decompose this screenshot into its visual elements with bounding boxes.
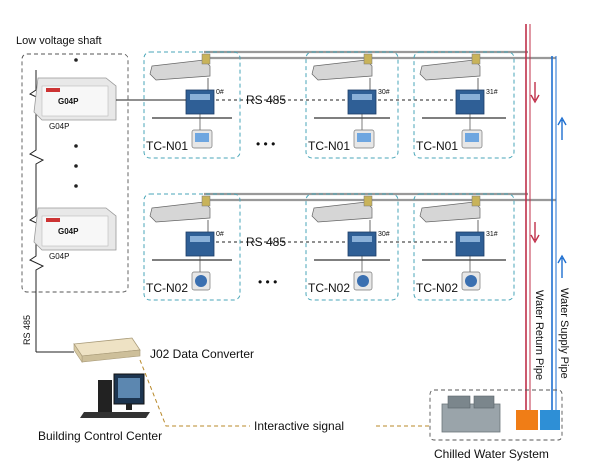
controller-panel — [352, 94, 372, 100]
zone-box: 0# TC-N02 — [143, 193, 241, 301]
chilled-water-system-label: Chilled Water System — [434, 447, 549, 461]
zone-dashed-border — [305, 51, 399, 159]
shaft-dot — [74, 164, 78, 168]
return-arrow-icon — [530, 82, 540, 104]
chilled-water-system: Chilled Water System — [429, 389, 563, 461]
controller-panel — [352, 236, 372, 242]
interactive-signal-label: Interactive signal — [254, 419, 344, 433]
zones: 0# TC-N01 30# TC-N01 31# TC-N01 0# TC-N02 30# TC-… — [143, 51, 515, 301]
controller-box — [185, 89, 215, 115]
pipes: Water Return Pipe Water Supply Pipe — [204, 24, 570, 420]
supply-arrow-icon — [557, 254, 567, 278]
g04p-device-label: G04P — [58, 227, 79, 236]
valve-icon — [201, 53, 211, 65]
zone-dashed-border — [143, 51, 241, 159]
unit-number-label: 0# — [216, 231, 224, 238]
thermostat-display — [357, 133, 371, 142]
signal-line-converter — [139, 359, 250, 427]
controller-box — [347, 231, 377, 257]
g04p-device-label: G04P — [58, 97, 79, 106]
zone-box: 0# TC-N01 — [143, 51, 241, 159]
valve-icon — [363, 53, 373, 65]
unit-number-label: 31# — [486, 89, 498, 96]
zone-box: 31# TC-N01 — [413, 51, 515, 159]
shaft-dashed-box — [21, 53, 129, 293]
tc-group-label: TC-N02 — [146, 281, 188, 295]
water-supply-pipe-label: Water Supply Pipe — [558, 288, 570, 379]
supply-pipe-connector — [540, 410, 560, 430]
j02-label: J02 Data Converter — [150, 347, 254, 361]
controller-panel — [190, 236, 210, 242]
controller-panel — [190, 94, 210, 100]
low-voltage-shaft-title: Low voltage shaft — [16, 35, 102, 47]
thermostat-display — [465, 133, 479, 142]
fan-coil-unit — [149, 59, 211, 81]
thermostat-display — [465, 275, 477, 287]
valve-icon — [471, 195, 481, 207]
rs485-bus-label-row1: RS 485 — [246, 93, 286, 107]
controller-box — [455, 231, 485, 257]
zone-box: 30# TC-N02 — [305, 193, 399, 301]
rs485-vertical-label: RS 485 — [22, 315, 32, 345]
valve-icon — [471, 53, 481, 65]
tc-group-label: TC-N01 — [416, 139, 458, 153]
shaft-dot — [74, 184, 78, 188]
rs485-bus-label-row2: RS 485 — [246, 235, 286, 249]
controller-panel — [460, 94, 480, 100]
valve-icon — [363, 195, 373, 207]
low-voltage-shaft: Low voltage shaft G04P G04P G04P G04P — [16, 35, 129, 296]
zone-dashed-border — [413, 51, 515, 159]
supply-arrow-icon — [557, 116, 567, 140]
g04p-device-top: G04P G04P — [33, 77, 117, 131]
valve-icon — [201, 195, 211, 207]
controller-box — [347, 89, 377, 115]
zone-dashed-border — [305, 193, 399, 301]
ellipsis-row1: • • • — [256, 137, 275, 151]
shaft-dot — [74, 144, 78, 148]
tc-group-label: TC-N02 — [416, 281, 458, 295]
thermostat-display — [195, 275, 207, 287]
unit-number-label: 31# — [486, 231, 498, 238]
controller-panel — [460, 236, 480, 242]
tc-group-label: TC-N01 — [146, 139, 188, 153]
zone-dashed-border — [143, 193, 241, 301]
return-arrow-icon — [530, 222, 540, 244]
shaft-dot — [74, 58, 78, 62]
controller-box — [455, 89, 485, 115]
thermostat-display — [195, 133, 209, 142]
water-return-pipe-label: Water Return Pipe — [533, 290, 545, 380]
unit-number-label: 0# — [216, 89, 224, 96]
unit-number-label: 30# — [378, 89, 390, 96]
unit-number-label: 30# — [378, 231, 390, 238]
zone-dashed-border — [413, 193, 515, 301]
zone-box: 31# TC-N02 — [413, 193, 515, 301]
zone-box: 30# TC-N01 — [305, 51, 399, 159]
thermostat-display — [357, 275, 369, 287]
return-pipe-connector — [516, 410, 538, 430]
chiller-machine — [441, 403, 501, 433]
fan-coil-unit — [419, 59, 481, 81]
chiller-machine — [447, 395, 471, 409]
g04p-caption: G04P — [49, 122, 69, 131]
controller-box — [185, 231, 215, 257]
j02-data-converter: J02 Data Converter — [73, 337, 254, 363]
computer-icon: Building Control Center — [38, 373, 162, 443]
building-control-center-label: Building Control Center — [38, 429, 162, 443]
fan-coil-unit — [419, 201, 481, 223]
fan-coil-unit — [149, 201, 211, 223]
tc-group-label: TC-N01 — [308, 139, 350, 153]
chiller-machine — [473, 395, 495, 409]
fan-coil-unit — [311, 59, 373, 81]
tc-group-label: TC-N02 — [308, 281, 350, 295]
ellipsis-row2: • • • — [258, 275, 277, 289]
chiller-dashed-box — [429, 389, 563, 441]
g04p-caption: G04P — [49, 252, 69, 261]
fan-coil-unit — [311, 201, 373, 223]
g04p-device-bottom: G04P G04P — [33, 207, 117, 261]
